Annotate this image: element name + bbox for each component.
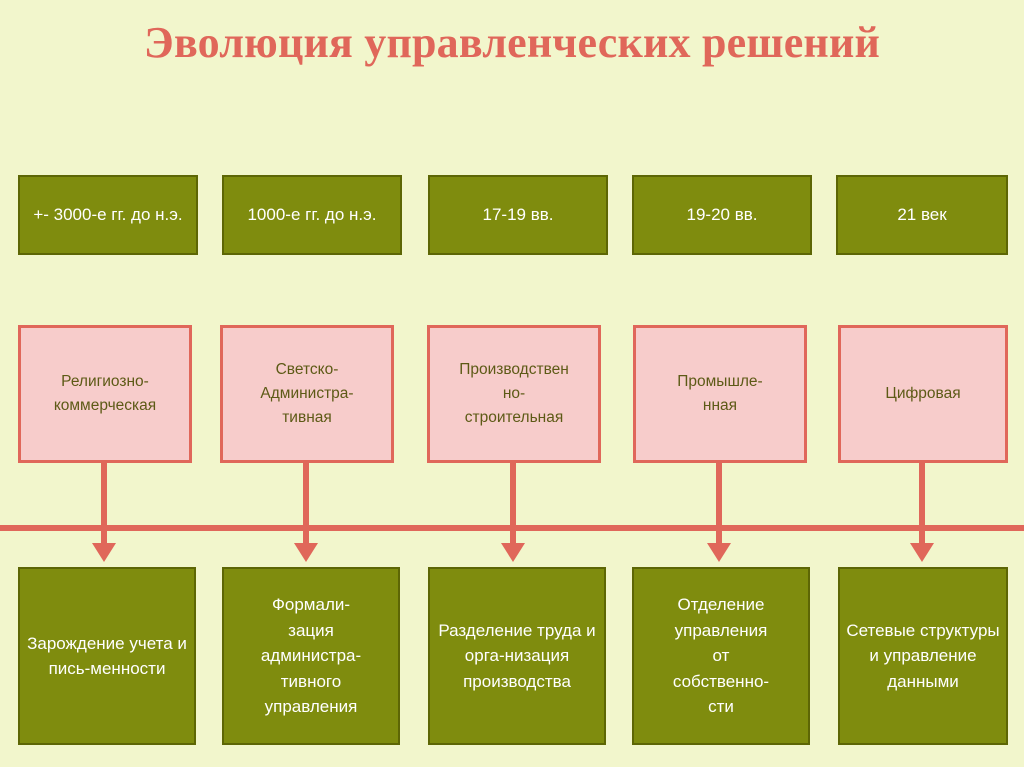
outcome-box-3[interactable]: Разделение труда и орга-низация производ…: [428, 567, 606, 745]
arrow-heads: [92, 543, 934, 562]
era-box-4-label: 19-20 вв.: [686, 204, 758, 224]
stage-box-5[interactable]: Цифровая: [838, 325, 1008, 463]
era-box-1-label: +- 3000-е гг. до н.э.: [33, 204, 183, 224]
era-box-1[interactable]: +- 3000-е гг. до н.э.: [18, 175, 198, 255]
era-box-5[interactable]: 21 век: [836, 175, 1008, 255]
outcome-box-2[interactable]: Формали- зация администра- тивного управ…: [222, 567, 400, 745]
outcome-box-5[interactable]: Сетевые структуры и управление данными: [838, 567, 1008, 745]
stage-box-5-label: Цифровая: [885, 384, 961, 402]
era-box-3[interactable]: 17-19 вв.: [428, 175, 608, 255]
era-box-2-label: 1000-е гг. до н.э.: [247, 204, 377, 224]
era-box-3-label: 17-19 вв.: [482, 204, 554, 224]
outcome-box-3-label: Разделение труда и орга-низация производ…: [438, 620, 596, 691]
page-title: Эволюция управленческих решений: [143, 18, 881, 67]
outcome-box-1[interactable]: Зарождение учета и пись-менности: [18, 567, 196, 745]
outcome-box-2-label: Формали- зация администра- тивного управ…: [260, 595, 362, 717]
stage-box-3-label: Производствен но- строительная: [459, 360, 569, 426]
stage-box-1[interactable]: Религиозно- коммерческая: [18, 325, 192, 463]
stage-box-4-label: Промышле- нная: [677, 372, 763, 414]
outcome-box-1-label: Зарождение учета и пись-менности: [27, 633, 187, 679]
stage-box-2[interactable]: Светско- Администра- тивная: [220, 325, 394, 463]
stage-box-4[interactable]: Промышле- нная: [633, 325, 807, 463]
outcome-box-4-label: Отделение управления от собственно- сти: [672, 595, 770, 717]
stage-box-1-label: Религиозно- коммерческая: [53, 372, 157, 414]
arrow-stems: [101, 463, 925, 545]
outcome-box-4[interactable]: Отделение управления от собственно- сти: [632, 567, 810, 745]
stage-box-2-label: Светско- Администра- тивная: [260, 360, 354, 426]
era-box-2[interactable]: 1000-е гг. до н.э.: [222, 175, 402, 255]
era-box-4[interactable]: 19-20 вв.: [632, 175, 812, 255]
era-box-5-label: 21 век: [897, 204, 947, 224]
stage-box-3[interactable]: Производствен но- строительная: [427, 325, 601, 463]
outcome-box-5-label: Сетевые структуры и управление данными: [846, 620, 1000, 691]
